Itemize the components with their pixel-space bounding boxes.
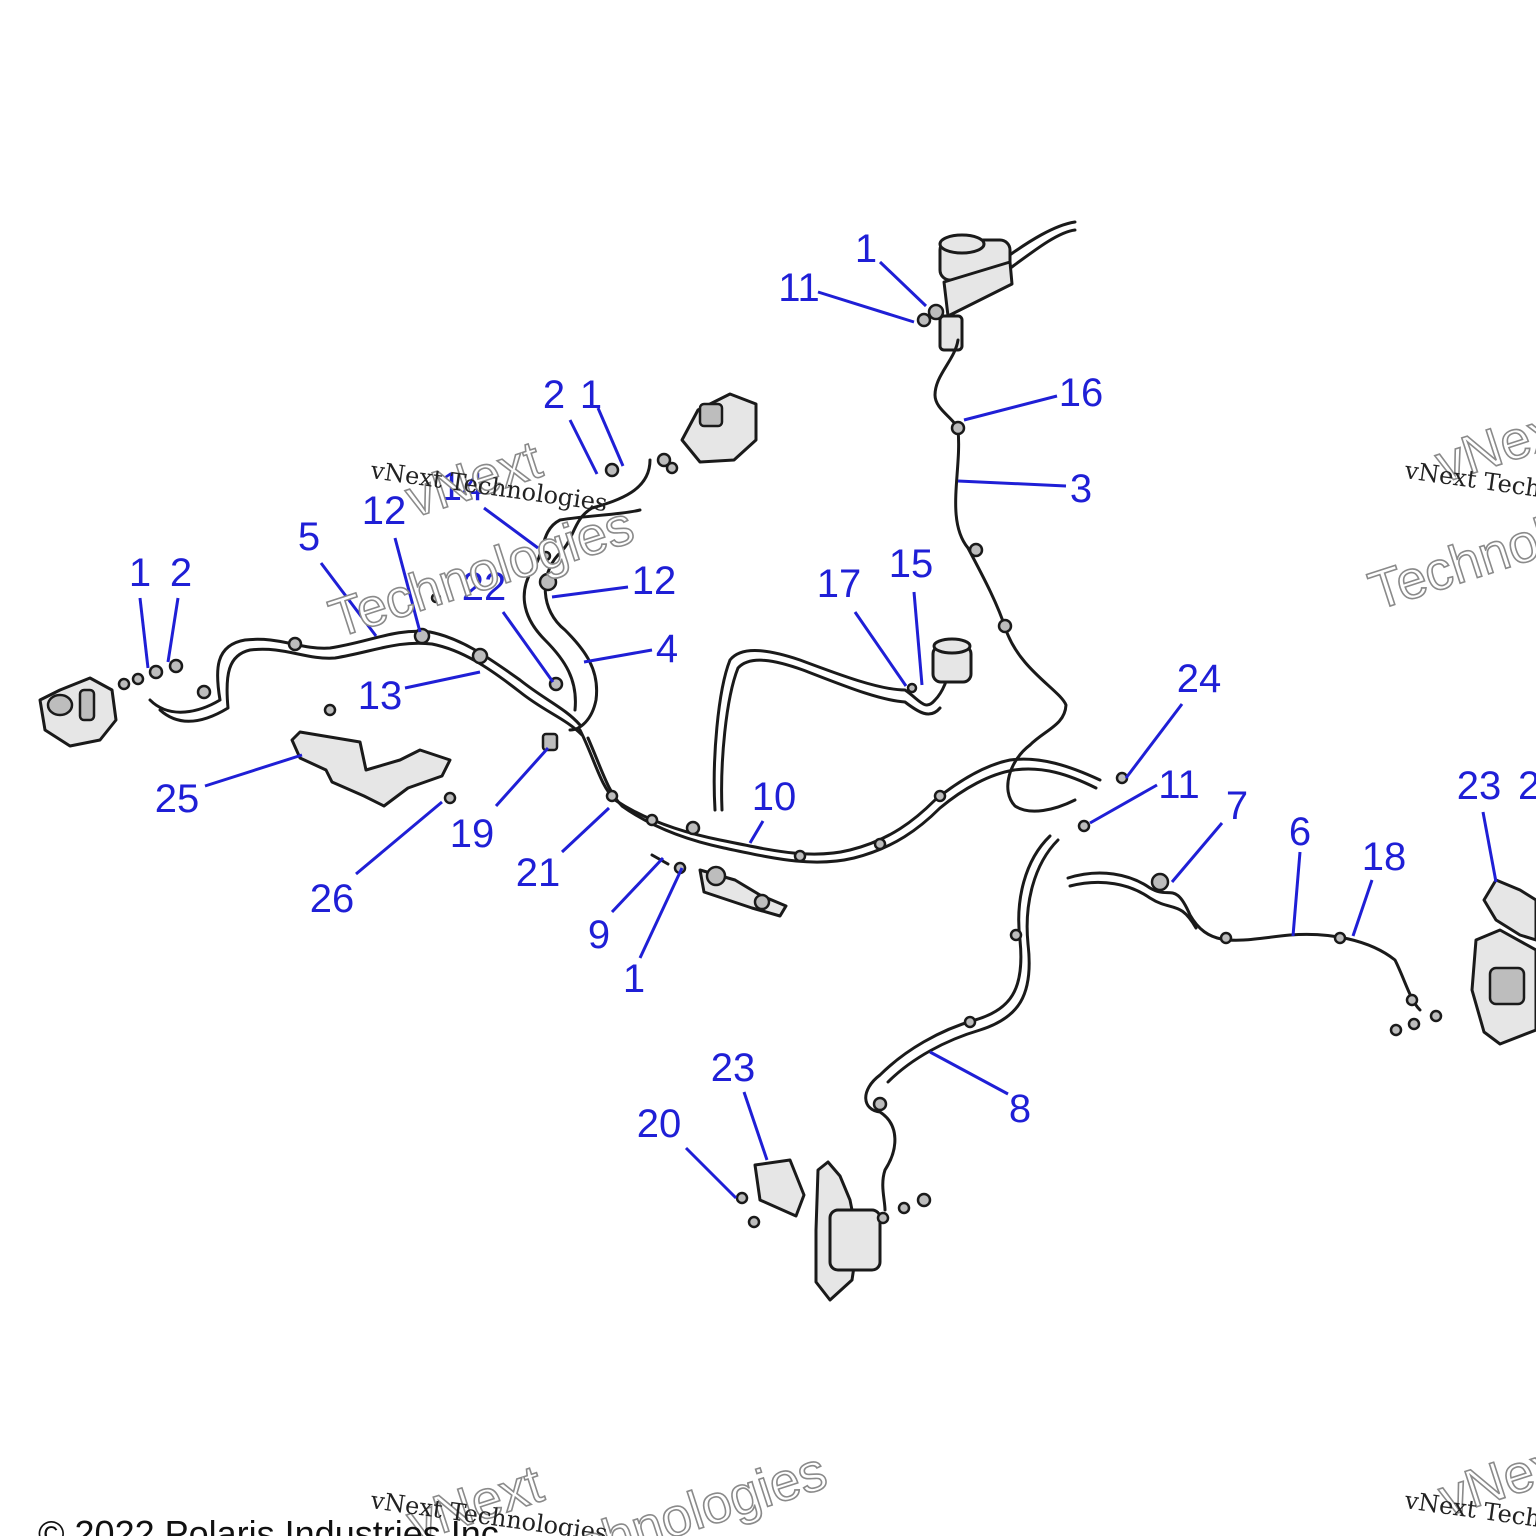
callout-label: 17 (817, 562, 862, 606)
left-front-caliper (38, 676, 118, 748)
hose-10 (578, 728, 1102, 856)
hose-8 (864, 834, 1052, 1212)
callout-label: 11 (1158, 763, 1200, 807)
slave-cylinder (698, 865, 788, 918)
callout-label: 6 (1289, 810, 1311, 854)
callout-label: 19 (450, 812, 495, 856)
callout-label: 1 (129, 551, 151, 595)
callout-label: 3 (1070, 467, 1092, 511)
bracket-25 (290, 730, 452, 808)
callout-label: 26 (310, 877, 355, 921)
hose-5 (148, 629, 582, 727)
rear-right-caliper (753, 1158, 882, 1302)
copyright-notice: © 2022 Polaris Industries Inc. (38, 1513, 509, 1536)
reservoir-15 (931, 637, 973, 684)
callout-label: 13 (358, 674, 403, 718)
master-cylinder-lever (916, 220, 1077, 352)
callout-label: 11 (778, 266, 820, 310)
callout-label: 9 (588, 913, 610, 957)
rear-left-caliper (680, 392, 758, 464)
right-edge-caliper (1470, 878, 1536, 1046)
callout-label: 12 (362, 489, 407, 533)
leader-lines (138, 260, 1498, 1200)
callout-label: 5 (298, 515, 320, 559)
callout-label: 1 (623, 957, 645, 1001)
callout-label: 2 (543, 373, 565, 417)
callout-label: 8 (1009, 1087, 1031, 1131)
callout-label: 25 (155, 777, 200, 821)
callout-label: 21 (516, 851, 561, 895)
hose-3 (933, 338, 1068, 747)
callout-label: 20 (637, 1102, 682, 1146)
reservoir-hose (712, 649, 954, 812)
callout-label: 4 (656, 627, 678, 671)
callout-labels: 1 11 16 3 2 1 14 12 5 12 1 2 22 4 13 17 … (129, 227, 1536, 1146)
callout-label-clipped: 2 (1518, 764, 1536, 808)
callout-label: 1 (855, 227, 877, 271)
callout-label: 2 (170, 551, 192, 595)
parts-line-art (38, 220, 1536, 1302)
callout-label: 18 (1362, 835, 1407, 879)
callout-label: 22 (462, 565, 507, 609)
callout-label: 15 (889, 542, 934, 586)
callout-label: 23 (1457, 764, 1502, 808)
callout-label: 1 (580, 373, 602, 417)
callout-label: 24 (1177, 657, 1222, 701)
callout-label: 7 (1226, 784, 1248, 828)
callout-label: 16 (1059, 371, 1104, 415)
callout-label: 14 (440, 465, 485, 509)
callout-label: 23 (711, 1046, 756, 1090)
callout-label: 12 (632, 559, 677, 603)
callout-label: 10 (752, 775, 797, 819)
